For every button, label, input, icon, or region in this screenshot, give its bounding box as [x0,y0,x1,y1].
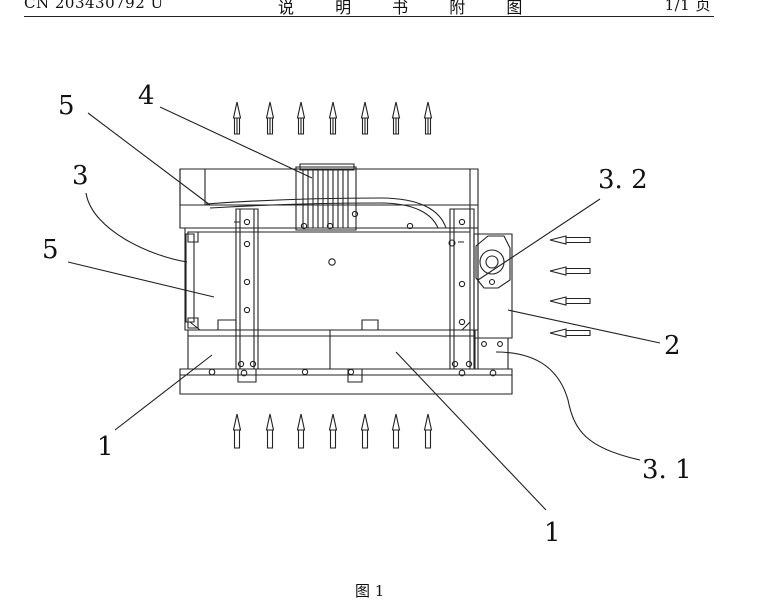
radiator-fins [295,163,357,231]
label-5-mid: 5 [42,235,59,265]
fasteners [208,210,497,377]
cabinet-body [179,168,513,395]
label-5-top: 5 [58,91,75,121]
header-rule [24,16,714,17]
label-2: 2 [664,331,681,361]
figure-caption: 图 1 [355,582,385,600]
right-bracket-column [448,208,475,370]
label-4: 4 [138,81,155,111]
label-3: 3 [72,161,89,191]
leader-lines [67,106,661,511]
water-pump-housing [473,233,513,370]
section-title: 说 明 书 附 图 [278,0,541,17]
airflow-arrows-right [549,235,591,338]
label-3-2: 3. 2 [598,165,648,195]
airflow-arrows-bottom [232,413,433,449]
label-1-left: 1 [97,432,114,462]
airflow-arrows-top [232,101,433,135]
label-3-1: 3. 1 [642,455,692,485]
label-1-bottom: 1 [544,518,561,548]
page-number: 1/1 页 [664,0,711,14]
left-bracket-column [235,208,259,370]
doc-number: CN 203430792 U [24,0,164,12]
